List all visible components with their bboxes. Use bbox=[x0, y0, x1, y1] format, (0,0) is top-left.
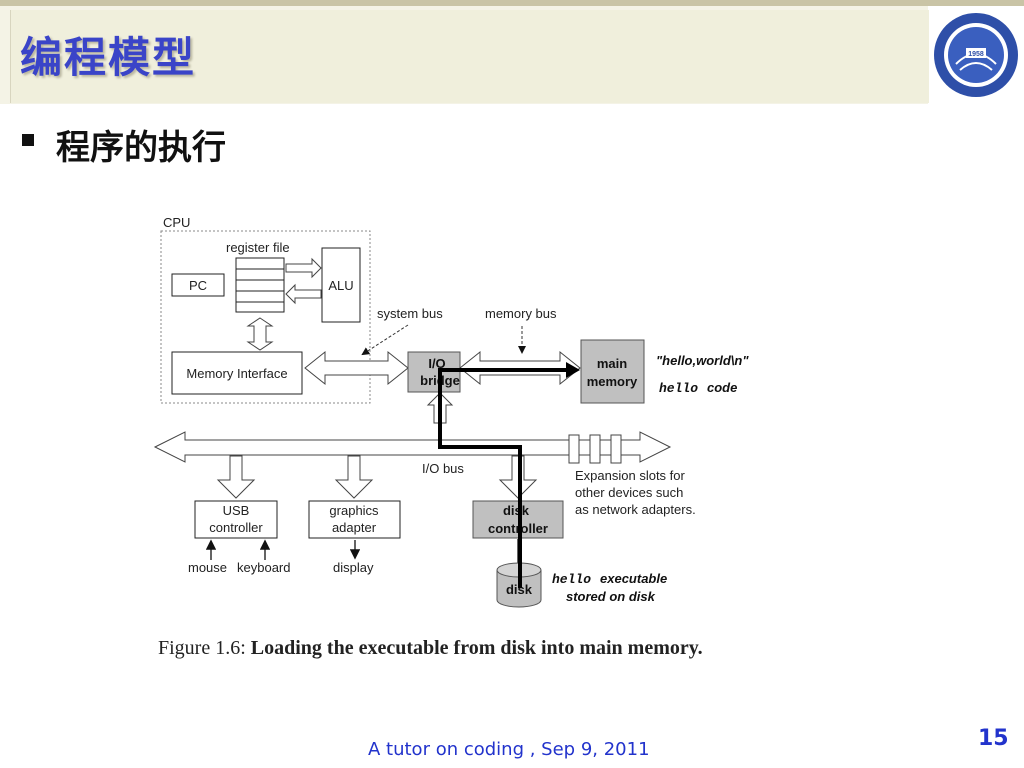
graphics-label-2: adapter bbox=[332, 520, 377, 535]
main-memory-label-2: memory bbox=[587, 374, 638, 389]
alu-to-reg-arrow bbox=[285, 283, 322, 305]
hello-code-label: code bbox=[707, 380, 737, 395]
slide-subtitle: 程序的执行 bbox=[56, 128, 226, 168]
io-bridge-label-1: I/O bbox=[428, 356, 445, 371]
logo-year: 1958 bbox=[968, 51, 984, 58]
system-bus-arrow bbox=[304, 350, 409, 386]
alu-label: ALU bbox=[328, 278, 353, 293]
executable-label-2: stored on disk bbox=[566, 589, 656, 604]
slide-title: 编程模型 bbox=[20, 33, 197, 82]
executable-mono: hello bbox=[552, 572, 591, 587]
memory-interface-box bbox=[171, 351, 303, 395]
reg-memif-arrow bbox=[246, 317, 274, 351]
cpu-region bbox=[160, 230, 371, 404]
register-file-label: register file bbox=[226, 240, 290, 255]
mouse-label: mouse bbox=[188, 560, 227, 575]
bullet-square bbox=[22, 134, 34, 146]
hello-code-mono: hello bbox=[659, 381, 698, 396]
expansion-slots bbox=[568, 434, 622, 464]
usb-label-2: controller bbox=[209, 520, 263, 535]
system-bus-label: system bus bbox=[377, 306, 443, 321]
graphics-bus-arrow bbox=[334, 455, 374, 499]
university-logo: 1958 bbox=[930, 8, 1022, 102]
expansion-label-3: as network adapters. bbox=[575, 502, 696, 517]
io-bus-arrow bbox=[153, 431, 672, 463]
disk-controller-label-1: disk bbox=[503, 503, 530, 518]
graphics-adapter-box bbox=[308, 500, 401, 539]
main-memory-label-1: main bbox=[597, 356, 627, 371]
pc-box bbox=[171, 273, 225, 297]
expansion-label-2: other devices such bbox=[575, 485, 683, 500]
university-seal-icon: 1958 bbox=[934, 13, 1018, 97]
caption-text: Loading the executable from disk into ma… bbox=[250, 637, 703, 659]
caption-prefix: Figure 1.6: bbox=[158, 637, 251, 659]
hello-world-label: "hello,world\n" bbox=[656, 353, 749, 368]
expansion-label-1: Expansion slots for bbox=[575, 468, 686, 483]
memory-interface-label: Memory Interface bbox=[186, 366, 287, 381]
top-strip bbox=[0, 0, 1024, 6]
disk-label: disk bbox=[506, 582, 533, 597]
memory-bus-label: memory bus bbox=[485, 306, 557, 321]
pc-label: PC bbox=[189, 278, 207, 293]
data-path-line bbox=[438, 368, 572, 588]
register-file bbox=[235, 257, 285, 313]
display-label: display bbox=[333, 560, 374, 575]
data-path-arrowhead bbox=[566, 362, 580, 378]
usb-label-1: USB bbox=[223, 503, 250, 518]
header-inner bbox=[10, 10, 929, 103]
alu-box bbox=[321, 247, 361, 323]
figure-caption: Figure 1.6: Loading the executable from … bbox=[158, 637, 703, 660]
main-memory-box bbox=[580, 339, 645, 404]
system-bus-pointer bbox=[361, 324, 409, 356]
usb-controller-box bbox=[194, 500, 278, 539]
cpu-label: CPU bbox=[163, 215, 190, 230]
page-number: 15 bbox=[978, 726, 1009, 751]
footer-text: A tutor on coding , Sep 9, 2011 bbox=[368, 739, 650, 760]
io-bus-label: I/O bus bbox=[422, 461, 464, 476]
keyboard-label: keyboard bbox=[237, 560, 290, 575]
usb-bus-arrow bbox=[216, 455, 256, 499]
reg-to-alu-arrow bbox=[285, 257, 322, 279]
graphics-label-1: graphics bbox=[329, 503, 379, 518]
executable-label-1: executable bbox=[600, 571, 667, 586]
